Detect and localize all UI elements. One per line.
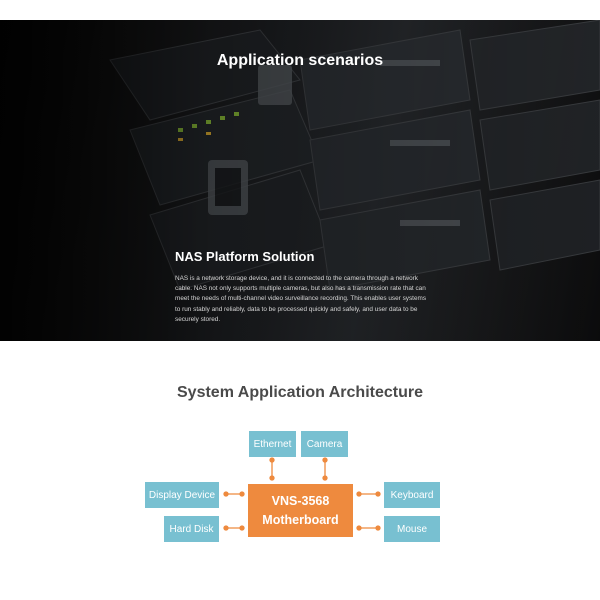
connector-dot-display-device-end	[239, 491, 245, 497]
connector-dot-hard-disk-end	[239, 525, 245, 531]
node-display-device: Display Device	[145, 482, 219, 508]
connector-dot-camera	[322, 457, 328, 463]
node-motherboard: VNS-3568 Motherboard	[248, 484, 353, 537]
node-mouse: Mouse	[384, 516, 440, 542]
connector-dot-mouse	[356, 525, 362, 531]
motherboard-label: Motherboard	[262, 512, 339, 527]
hero-title: Application scenarios	[216, 52, 384, 69]
hero-banner: Application scenarios NAS Platform Solut…	[0, 20, 600, 341]
connector-dot-mouse-end	[375, 525, 381, 531]
connector-dot-ethernet	[269, 457, 275, 463]
node-ethernet: Ethernet	[249, 431, 296, 457]
solution-description: NAS is a network storage device, and it …	[175, 275, 427, 323]
motherboard-model: VNS-3568	[271, 493, 330, 508]
connector-dot-keyboard-end	[375, 491, 381, 497]
connector-dot-hard-disk	[223, 525, 229, 531]
connector-dot-display-device	[223, 491, 229, 497]
connector-dot-ethernet-end	[269, 475, 275, 481]
node-hard-disk: Hard Disk	[164, 516, 219, 542]
node-keyboard: Keyboard	[384, 482, 440, 508]
solution-title: NAS Platform Solution	[175, 249, 315, 264]
node-camera: Camera	[301, 431, 348, 457]
connector-dot-keyboard	[356, 491, 362, 497]
connector-dot-camera-end	[322, 475, 328, 481]
architecture-title: System Application Architecture	[177, 384, 423, 401]
server-rack-image	[0, 20, 600, 341]
